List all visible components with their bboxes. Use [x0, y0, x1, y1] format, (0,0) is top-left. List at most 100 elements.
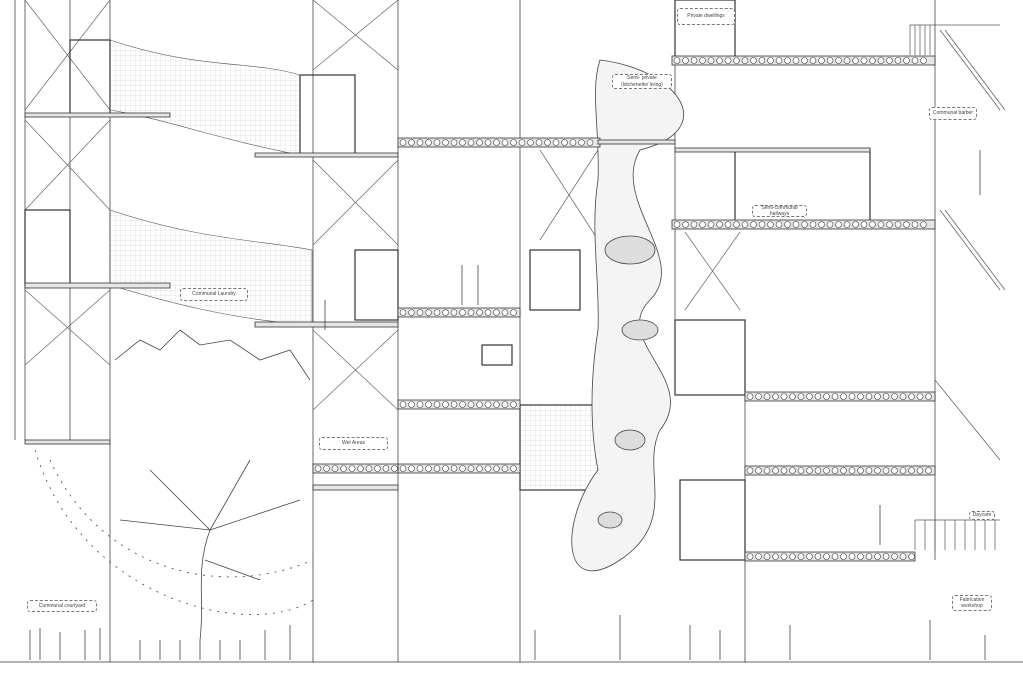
slab-void-circle: [789, 553, 796, 560]
slab-void-circle: [755, 553, 762, 560]
slab-void-circle: [920, 57, 927, 64]
slab-void-circle: [459, 139, 466, 146]
slab-void-circle: [882, 393, 890, 400]
slab-void-circle: [869, 57, 876, 64]
slab-void-circle: [823, 467, 830, 474]
slab-void-circle: [908, 393, 915, 400]
slab-void-circle: [767, 221, 774, 228]
slab-void-circle: [908, 553, 915, 560]
slab-void-circle: [891, 467, 898, 474]
slab-void-circle: [925, 467, 932, 474]
slab-void-circle: [826, 221, 834, 228]
slab-void-circle: [767, 57, 774, 64]
slab-void-circle: [789, 393, 796, 400]
slab-void-circle: [772, 467, 779, 474]
slab-void-circle: [780, 393, 788, 400]
slab-void-circle: [882, 467, 890, 474]
slab-void-circle: [775, 221, 783, 228]
slab-void-circle: [874, 393, 881, 400]
slab-void-circle: [755, 393, 762, 400]
slab-void-circle: [818, 221, 825, 228]
slab-void-circle: [586, 139, 594, 146]
floor-slab: [744, 391, 936, 402]
slab-void-circle: [741, 57, 749, 64]
slab-void-circle: [877, 57, 885, 64]
slab-void-circle: [724, 57, 732, 64]
slab-void-circle: [707, 221, 715, 228]
slab-void-circle: [848, 553, 856, 560]
slab-void-circle: [733, 221, 740, 228]
slab-void-circle: [510, 139, 517, 146]
slab-void-circle: [809, 221, 817, 228]
slab-void-circle: [501, 401, 509, 408]
organic-screen: [571, 59, 684, 572]
slab-void-circle: [733, 57, 740, 64]
slab-void-circle: [916, 393, 924, 400]
slab-void-circle: [763, 393, 771, 400]
slab-void-circle: [442, 139, 449, 146]
floor-slab: [397, 307, 521, 318]
slab-void-circle: [806, 393, 813, 400]
slab-void-circle: [899, 467, 907, 474]
slab-void-circle: [857, 467, 864, 474]
slab-void-circle: [476, 465, 483, 472]
slab-void-circle: [877, 221, 885, 228]
slab-void-circle: [797, 467, 805, 474]
label-semi-private: Semi- private (kitchenette/ living): [612, 74, 672, 89]
slab-void-circle: [882, 553, 890, 560]
slab-void-circle: [920, 221, 927, 228]
slab-void-circle: [792, 221, 800, 228]
slab-void-circle: [408, 401, 415, 408]
slab-void-circle: [425, 465, 432, 472]
slab-void-circle: [348, 465, 356, 472]
slab-void-circle: [886, 57, 893, 64]
slab-void-circle: [442, 401, 449, 408]
slab-void-circle: [741, 221, 749, 228]
slab-void-circle: [340, 465, 347, 472]
label-private-dwellings: Private dwellings: [677, 8, 735, 25]
floor-slab: [24, 112, 171, 118]
slab-void-circle: [818, 57, 825, 64]
slab-void-circle: [784, 221, 791, 228]
slab-void-circle: [911, 221, 919, 228]
slab-void-circle: [755, 467, 762, 474]
slab-void-circle: [891, 393, 898, 400]
tree: [34, 329, 314, 641]
slab-void-circle: [780, 467, 788, 474]
slab-void-circle: [476, 401, 483, 408]
slab-void-circle: [814, 467, 822, 474]
slab-void-circle: [784, 57, 791, 64]
slab-void-circle: [699, 221, 706, 228]
slab-void-circle: [763, 467, 771, 474]
slab-void-circle: [835, 57, 842, 64]
slab-void-circle: [425, 139, 432, 146]
slab-void-circle: [899, 553, 907, 560]
slab-void-circle: [510, 401, 517, 408]
slab-void-circle: [772, 393, 779, 400]
slab-void-circle: [903, 57, 910, 64]
slab-void-circle: [806, 467, 813, 474]
slab-void-circle: [848, 467, 856, 474]
slab-void-circle: [792, 57, 800, 64]
slab-void-circle: [716, 57, 723, 64]
floor-slab: [744, 551, 916, 562]
slab-void-circle: [331, 465, 339, 472]
slab-void-circle: [916, 467, 924, 474]
slab-void-circle: [891, 553, 898, 560]
slab-void-circle: [501, 309, 509, 316]
slab-void-circle: [493, 139, 500, 146]
slab-void-circle: [831, 553, 839, 560]
slab-void-circle: [433, 309, 441, 316]
slab-void-circle: [476, 139, 483, 146]
slab-void-circle: [772, 553, 779, 560]
slab-void-circle: [911, 57, 919, 64]
slab-void-circle: [894, 57, 902, 64]
slab-void-circle: [746, 467, 754, 474]
slab-void-circle: [840, 553, 847, 560]
slab-void-circle: [797, 393, 805, 400]
slab-void-circle: [903, 221, 910, 228]
slab-void-circle: [399, 139, 407, 146]
slab-void-circle: [682, 221, 689, 228]
floor-slab: [312, 484, 399, 491]
slab-void-circle: [408, 309, 415, 316]
